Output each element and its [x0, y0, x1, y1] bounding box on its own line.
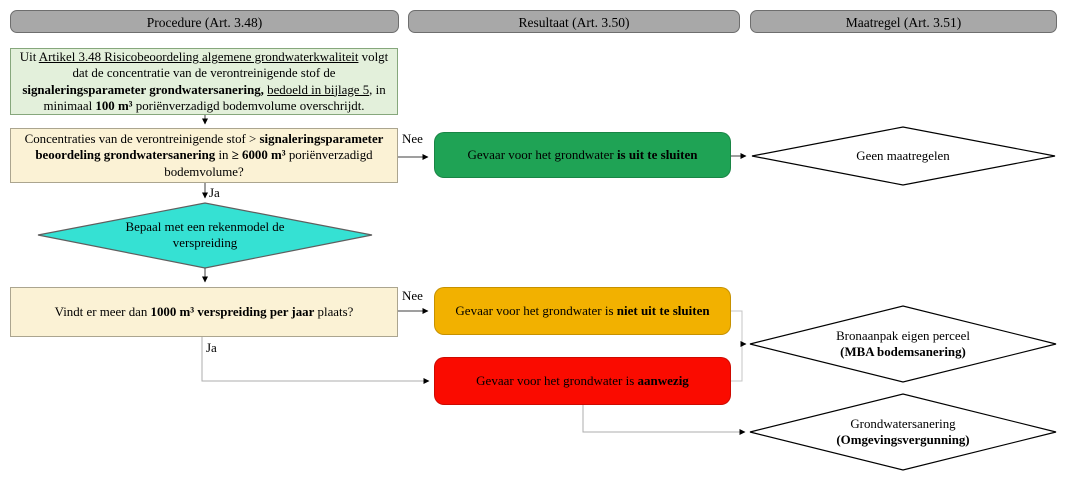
result-green-box: Gevaar voor het grondwater is uit te slu… — [434, 132, 731, 178]
column-header-maatregel: Maatregel (Art. 3.51) — [750, 10, 1057, 33]
arrow-red-to-sanering — [582, 405, 746, 435]
column-header-procedure: Procedure (Art. 3.48) — [10, 10, 399, 33]
bronaanpak-line2: (MBA bodemsanering) — [840, 345, 966, 360]
bracket-orange-red — [731, 310, 743, 382]
intro-box: Uit Artikel 3.48 Risicobeoordeling algem… — [10, 48, 398, 115]
result-red-box: Gevaar voor het grondwater is aanwezig — [434, 357, 731, 405]
question2-box: Vindt er meer dan 1000 m³ verspreiding p… — [10, 287, 398, 337]
label-ja-2: Ja — [206, 340, 217, 355]
result-orange-text: Gevaar voor het grondwater is niet uit t… — [455, 303, 710, 318]
sanering-label: Grondwatersanering (Omgevingsvergunning) — [793, 416, 1013, 448]
result-green-text: Gevaar voor het grondwater is uit te slu… — [467, 147, 698, 162]
result-red-text: Gevaar voor het grondwater is aanwezig — [476, 373, 689, 388]
bronaanpak-label: Bronaanpak eigen perceel (MBA bodemsaner… — [793, 328, 1013, 360]
column-header-resultaat: Resultaat (Art. 3.50) — [408, 10, 740, 33]
label-ja-1: Ja — [209, 185, 220, 200]
label-nee-2: Nee — [402, 288, 423, 303]
no-measures-label: Geen maatregelen — [856, 149, 950, 163]
model-diamond-label: Bepaal met een rekenmodel de verspreidin… — [125, 220, 285, 251]
question1-text: Concentraties van de verontreinigende st… — [24, 132, 384, 179]
question1-box: Concentraties van de verontreinigende st… — [10, 128, 398, 183]
label-nee-1: Nee — [402, 131, 423, 146]
question2-text: Vindt er meer dan 1000 m³ verspreiding p… — [54, 304, 354, 319]
result-orange-box: Gevaar voor het grondwater is niet uit t… — [434, 287, 731, 335]
bronaanpak-line1: Bronaanpak eigen perceel — [836, 329, 970, 343]
intro-box-text: Uit Artikel 3.48 Risicobeoordeling algem… — [19, 50, 389, 113]
sanering-line1: Grondwatersanering — [850, 417, 956, 431]
sanering-line2: (Omgevingsvergunning) — [836, 433, 970, 448]
arrow-ja-to-red — [201, 337, 430, 384]
